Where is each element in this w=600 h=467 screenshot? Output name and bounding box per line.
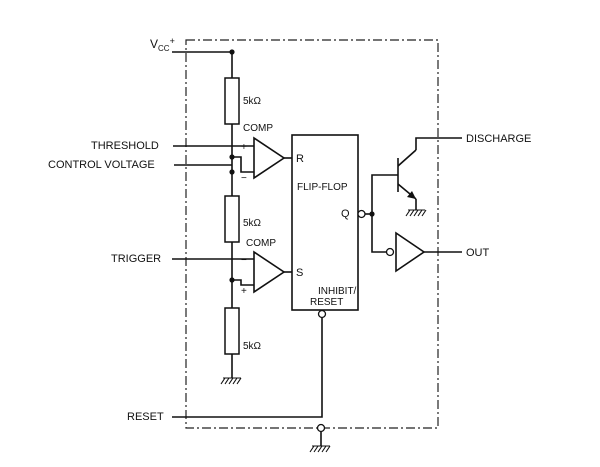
output-buffer-bubble (385, 247, 395, 257)
comparator-upper (253, 136, 286, 180)
resistor-bottom (224, 307, 240, 355)
control-node-dot (229, 169, 235, 175)
flip-flop-s-pin: S (296, 267, 303, 279)
resistor-top-value: 5kΩ (243, 96, 262, 107)
comparator-upper-label: COMP (243, 123, 273, 134)
trigger-ref-dot (229, 277, 235, 283)
divider-ground-icon (220, 377, 242, 385)
comparator-lower-plus: + (241, 286, 247, 297)
package-boundary (185, 39, 439, 429)
threshold-pin-label: THRESHOLD (91, 140, 159, 152)
flip-flop-title: FLIP-FLOP (297, 182, 348, 193)
package-ground-icon (309, 445, 331, 453)
q-output-bubble (357, 209, 366, 219)
comparator-lower-minus: − (241, 255, 247, 266)
discharge-base-wire (371, 174, 398, 214)
output-buffer-input-wire (371, 214, 386, 253)
flip-flop-q-pin: Q (341, 208, 350, 220)
resistor-middle (224, 195, 240, 243)
flip-flop-inhibit-label: INHIBIT/ (318, 286, 357, 297)
comparator-lower-label: COMP (246, 238, 276, 249)
trigger-pin-label: TRIGGER (111, 253, 161, 265)
resistor-top (224, 77, 240, 125)
comparator-upper-plus: + (241, 142, 247, 153)
reset-pin-label: RESET (127, 411, 164, 423)
discharge-transistor-icon (397, 149, 417, 200)
comparator-upper-minus: − (241, 173, 247, 184)
ground-pin-bubble (316, 423, 326, 433)
control-voltage-pin-label: CONTROL VOLTAGE (48, 159, 155, 171)
comparator-upper-ref-wire (232, 156, 254, 173)
resistor-middle-value: 5kΩ (243, 218, 262, 229)
out-pin-label: OUT (466, 247, 490, 259)
discharge-ground-icon (405, 209, 427, 217)
discharge-wire (415, 137, 462, 150)
flip-flop-r-pin: R (296, 153, 304, 165)
output-buffer (395, 231, 426, 273)
reset-wire (172, 318, 323, 418)
flip-flop-block (291, 134, 359, 311)
vcc-label: VCC+ (150, 36, 175, 53)
discharge-pin-label: DISCHARGE (466, 133, 531, 145)
resistor-bottom-value: 5kΩ (243, 341, 262, 352)
flip-flop-reset-label: RESET (310, 297, 343, 308)
comparator-lower-ref-wire (232, 279, 254, 286)
comparator-lower (253, 250, 286, 294)
reset-input-bubble (317, 309, 327, 319)
